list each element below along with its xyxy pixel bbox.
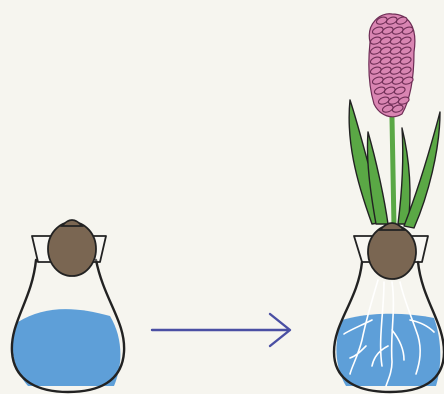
vase-water [13,309,121,386]
bulb [48,222,96,276]
flower-spike [369,14,415,117]
flower-stem [392,118,394,226]
bulb [368,225,416,279]
